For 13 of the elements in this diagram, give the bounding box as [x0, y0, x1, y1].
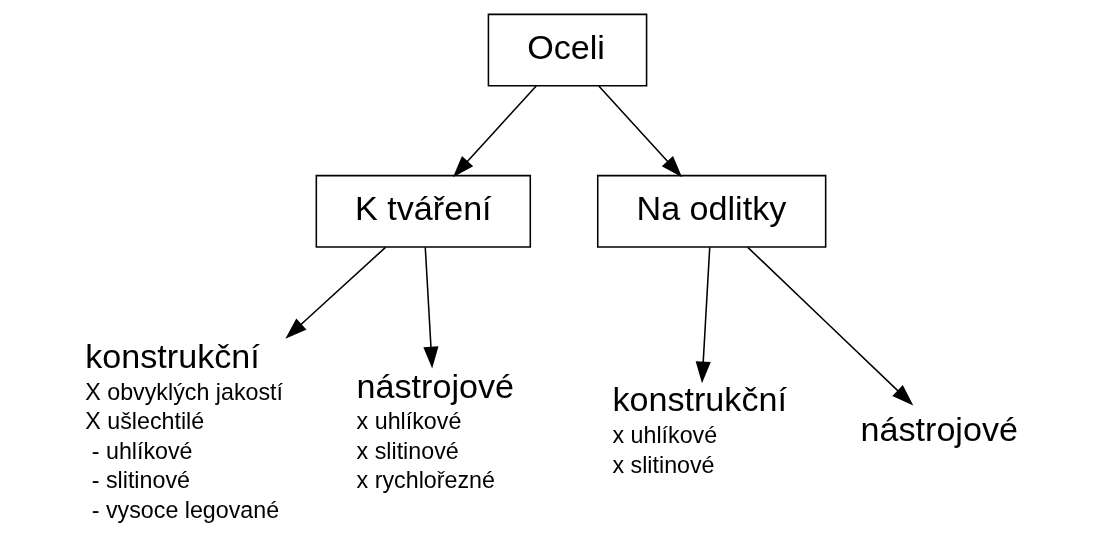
node-box: K tváření	[315, 174, 532, 248]
node-text: nástrojové	[860, 409, 1018, 448]
arrow	[695, 246, 711, 384]
arrow	[452, 85, 537, 178]
arrow	[598, 85, 683, 178]
arrow	[423, 246, 439, 369]
node-box: Oceli	[487, 13, 648, 87]
node-text: nástrojové x uhlíkové x slitinové x rychlořezné	[356, 366, 515, 494]
arrow	[285, 246, 387, 339]
node-text: konstrukční X obvyklých jakostí X ušlechtilé - uhlíkové - slitinové - vysoce legované	[85, 337, 284, 523]
node-text: konstrukční x uhlíkové x slitinové	[612, 380, 787, 478]
node-box: Na odlitky	[596, 174, 827, 248]
arrow	[747, 246, 914, 406]
